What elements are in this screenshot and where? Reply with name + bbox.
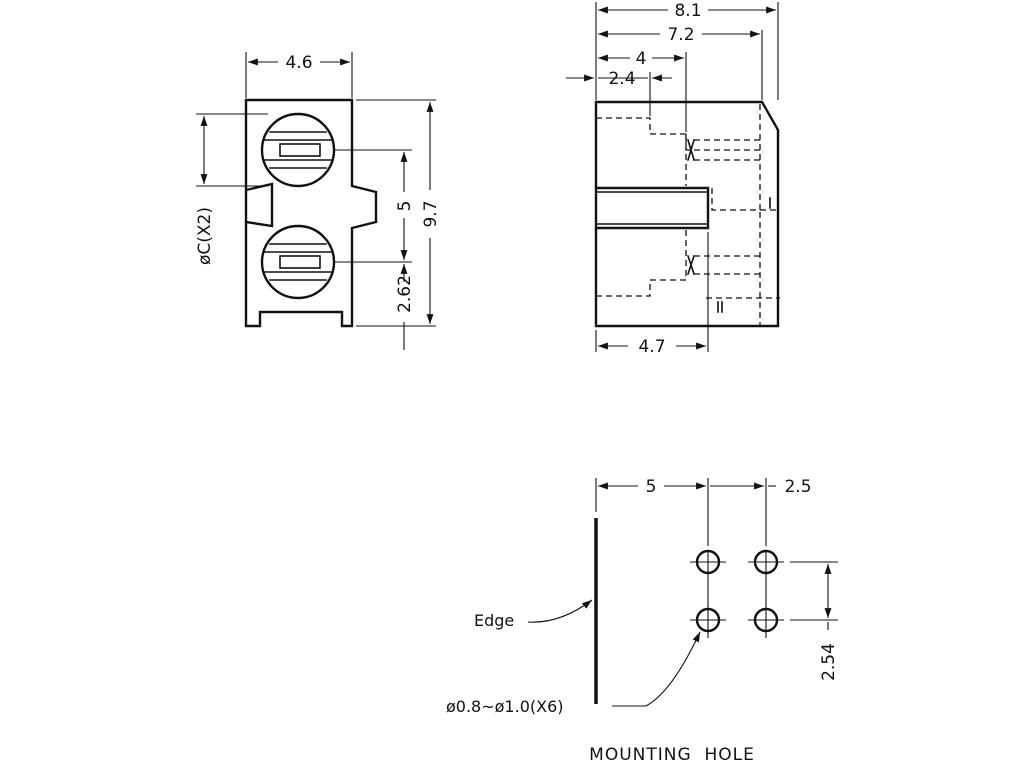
dim-side-4: 4 (636, 49, 647, 69)
dim-mount-254: 2.54 (819, 643, 839, 681)
dim-side-72: 7.2 (667, 25, 694, 45)
front-view: 4.6 9.7 5 2.62 øC(X2) (195, 52, 441, 350)
dim-mount-5: 5 (646, 477, 657, 497)
bottom-lens (260, 224, 336, 300)
edge-label: Edge (474, 611, 514, 630)
dim-side-overall: 8.1 (674, 1, 701, 21)
top-lens (260, 112, 336, 188)
hole-grid (690, 549, 784, 638)
mounting-hole-title: MOUNTING HOLE (589, 745, 755, 765)
dim-side-24: 2.4 (608, 69, 635, 89)
dim-front-width: 4.6 (285, 53, 312, 73)
dim-front-offset: 2.62 (395, 275, 415, 313)
dim-side-47: 4.7 (638, 337, 665, 357)
dim-front-height: 9.7 (421, 200, 441, 227)
hole-callout: ø0.8~ø1.0(X6) (446, 697, 564, 716)
side-body-outline (594, 100, 780, 328)
side-view: 8.1 7.2 4 2.4 4.7 (566, 1, 780, 357)
mounting-hole-view: 5 2.5 2.54 Edge ø0.8~ø1.0(X6) (446, 477, 839, 765)
side-slot (596, 186, 710, 230)
front-left-notch (245, 182, 274, 228)
dim-mount-25: 2.5 (784, 477, 811, 497)
dim-front-diameter: øC(X2) (195, 207, 215, 265)
dim-front-pitch: 5 (395, 201, 415, 212)
front-body-outline (244, 98, 378, 328)
